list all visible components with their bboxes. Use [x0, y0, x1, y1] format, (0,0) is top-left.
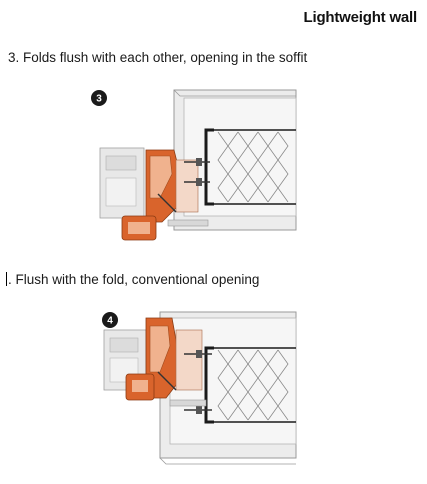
badge-4-icon: 4 — [102, 312, 118, 328]
frame-profile — [121, 149, 210, 241]
section-caption-3: 3. Folds flush with each other, opening … — [8, 50, 308, 65]
page-title: Lightweight wall — [303, 9, 418, 26]
badge-3-icon: 3 — [91, 90, 107, 106]
section-caption-4: . Flush with the fold, conventional open… — [6, 272, 259, 287]
frame-profile — [125, 317, 212, 414]
section-4-drawing: 4 — [100, 310, 298, 472]
section-caption-4-text: . Flush with the fold, conventional open… — [8, 272, 260, 287]
section-3-drawing: 3 — [88, 86, 298, 246]
window-glazing-section — [103, 329, 147, 391]
window-glazing-section — [99, 147, 145, 219]
svg-text:4: 4 — [107, 316, 113, 327]
svg-text:3: 3 — [96, 94, 102, 105]
text-cursor — [6, 272, 7, 286]
